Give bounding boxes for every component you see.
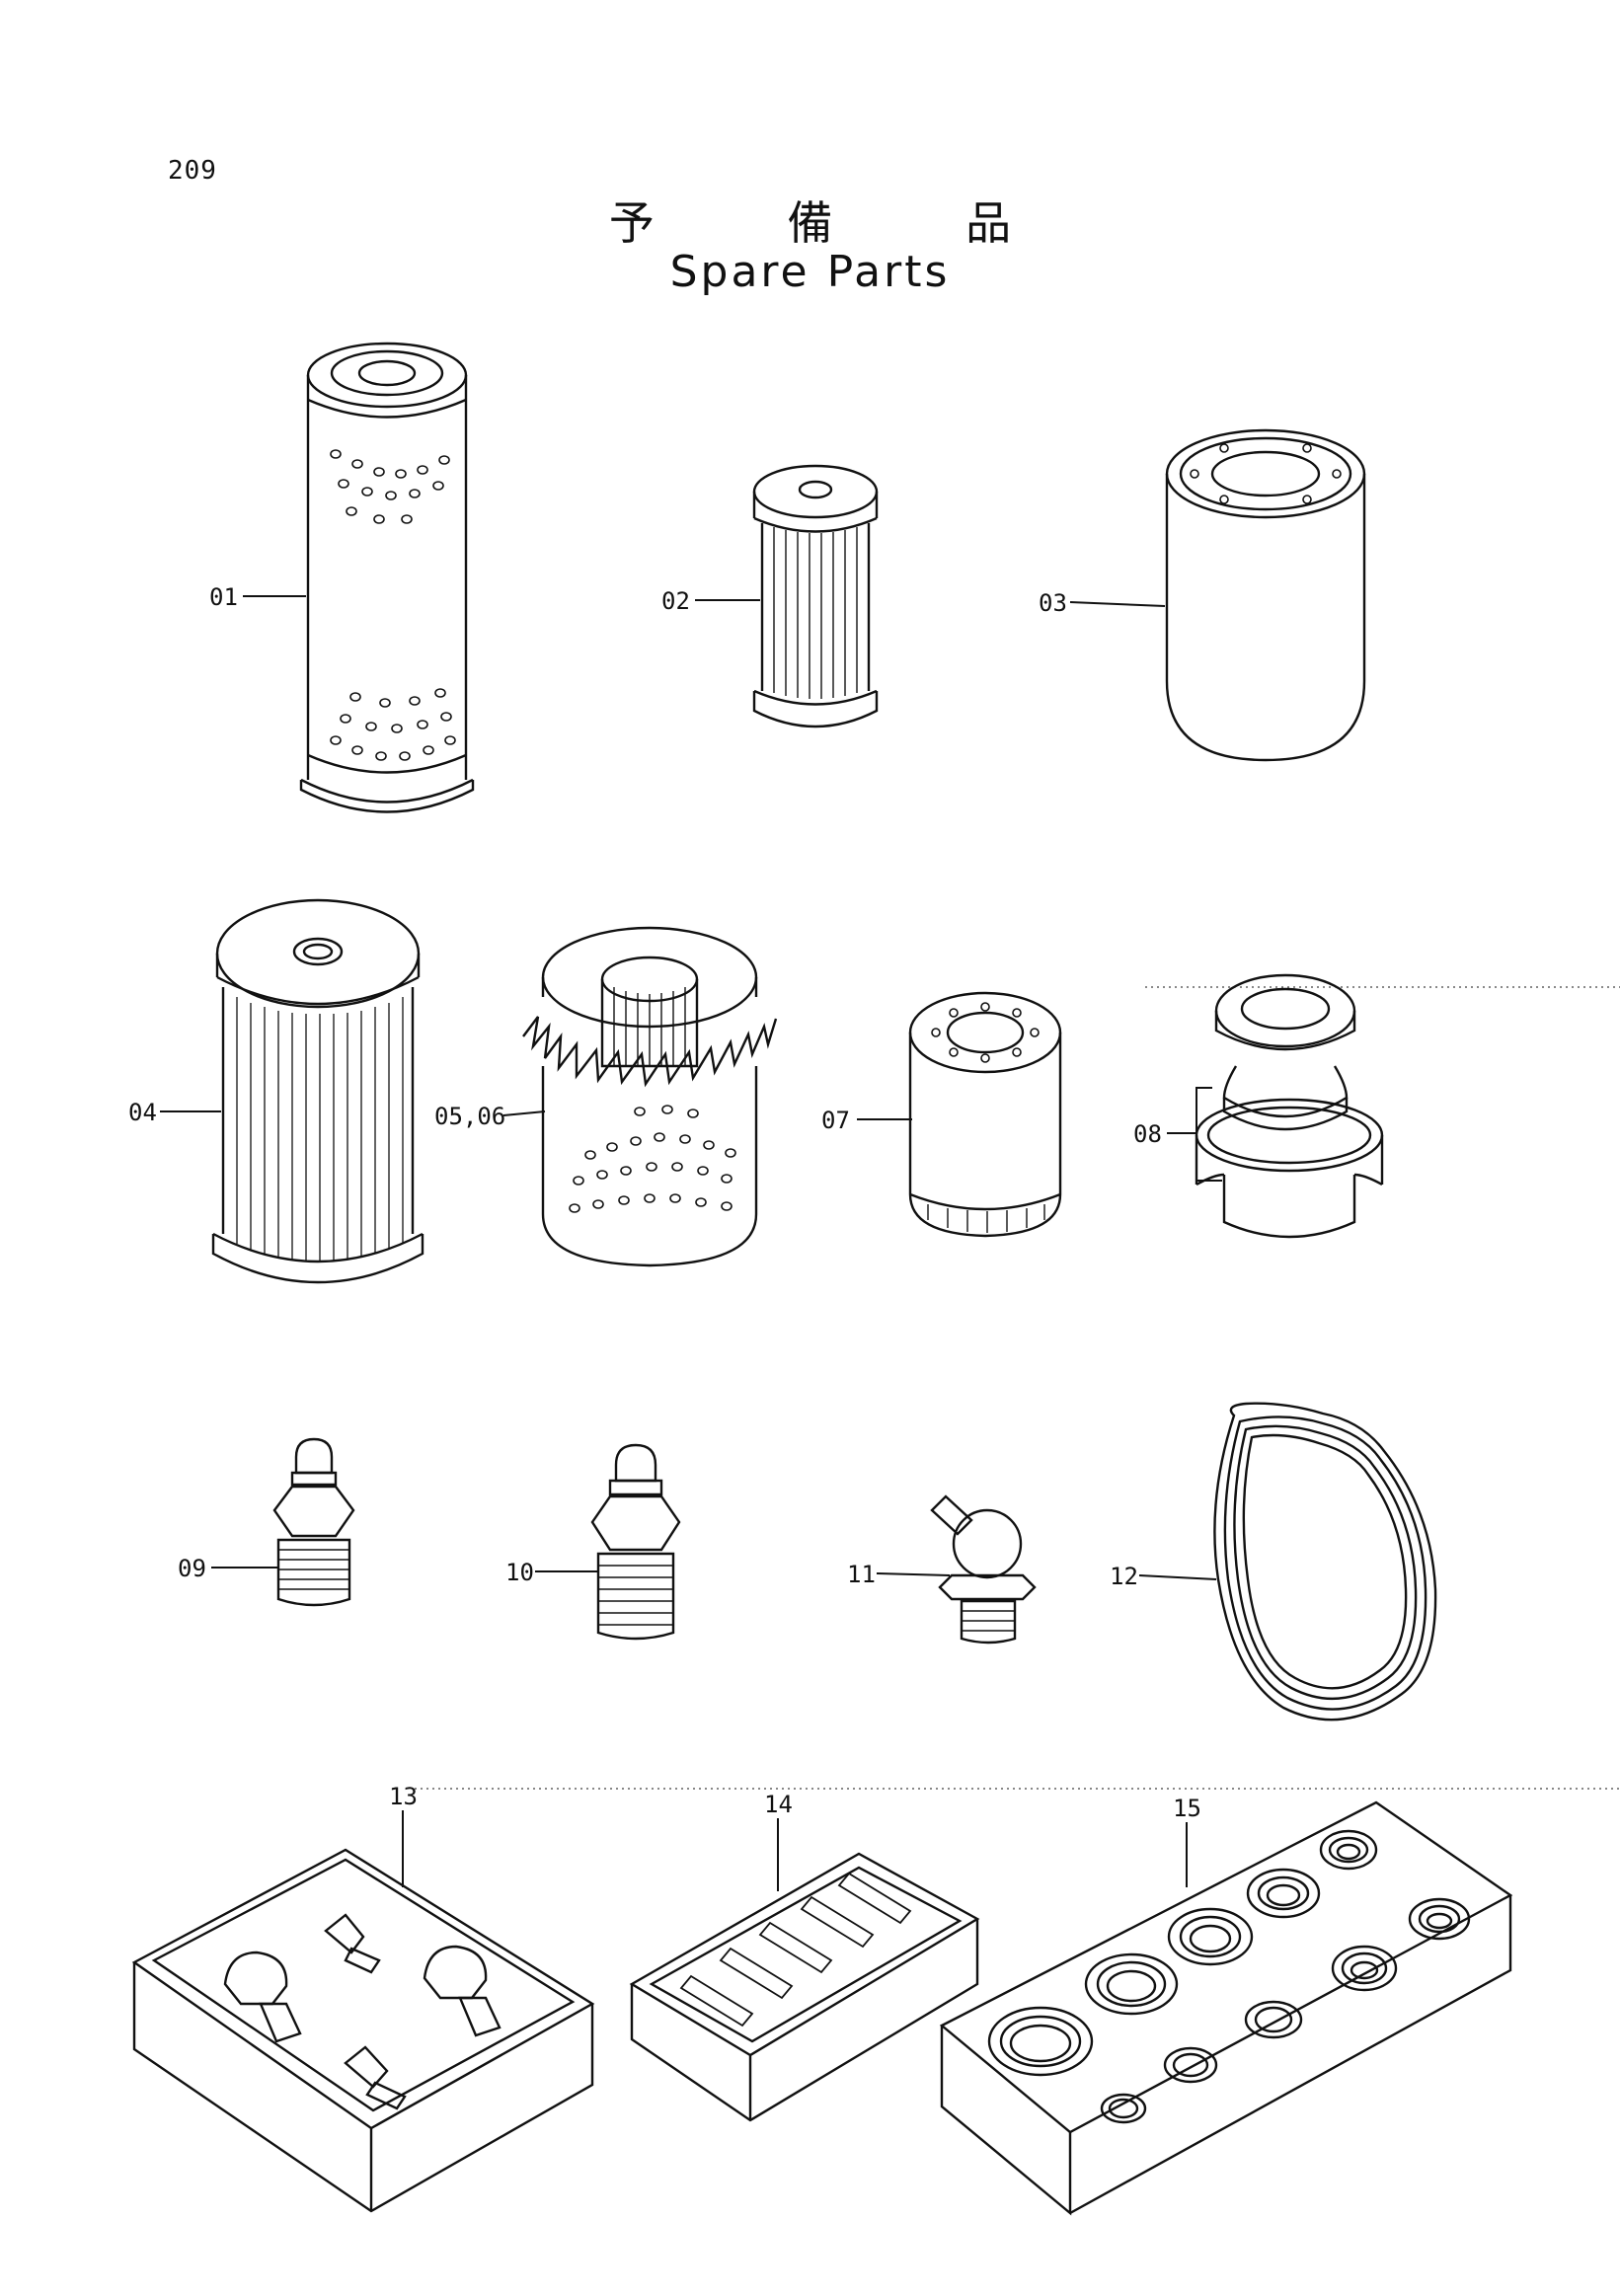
part-13-nipple-kit-box: [131, 1848, 595, 2213]
part-14-pin-kit-box: [629, 1852, 980, 2122]
part-01-filter-element: [299, 342, 475, 813]
part-03-canister: [1165, 428, 1366, 762]
callout-13: 13: [389, 1783, 418, 1810]
callout-04: 04: [128, 1099, 157, 1126]
callout-15: 15: [1173, 1795, 1201, 1822]
part-04-large-pleated-filter: [211, 898, 424, 1284]
callout-03: 03: [1039, 589, 1067, 617]
part-10-grease-nipple: [590, 1443, 681, 1641]
callout-14: 14: [764, 1791, 793, 1818]
callout-02: 02: [661, 587, 690, 615]
callout-09: 09: [178, 1555, 206, 1582]
part-07-spin-on-filter: [908, 991, 1062, 1238]
callout-12: 12: [1110, 1563, 1138, 1590]
callout-08: 08: [1133, 1120, 1162, 1148]
leader-lines: [160, 595, 1222, 1891]
page-number: 209: [168, 156, 217, 186]
part-02-pleated-filter: [752, 464, 879, 728]
threaded-holes: [987, 1829, 1471, 2124]
guide-lines: [415, 986, 1620, 1790]
part-09-grease-nipple: [272, 1437, 355, 1607]
part-08-seal-cup: [1195, 973, 1384, 1239]
page-title-japanese: 予 備 品: [608, 196, 1071, 250]
callout-05-06: 05,06: [434, 1103, 505, 1130]
part-11-angled-grease-nipple: [930, 1494, 1037, 1645]
callout-01: 01: [209, 583, 238, 611]
callout-11: 11: [847, 1561, 876, 1588]
part-15-threaded-block: [939, 1800, 1513, 2216]
callout-07: 07: [821, 1107, 850, 1134]
part-12-v-belt: [1213, 1402, 1437, 1722]
callout-10: 10: [505, 1559, 534, 1586]
part-05-06-element-cutaway: [522, 926, 778, 1267]
page-title-english: Spare Parts: [669, 247, 951, 297]
callout-labels: 01 02 03 04 05,06 07 08 09 10 11 12 13 1…: [128, 583, 1201, 1822]
